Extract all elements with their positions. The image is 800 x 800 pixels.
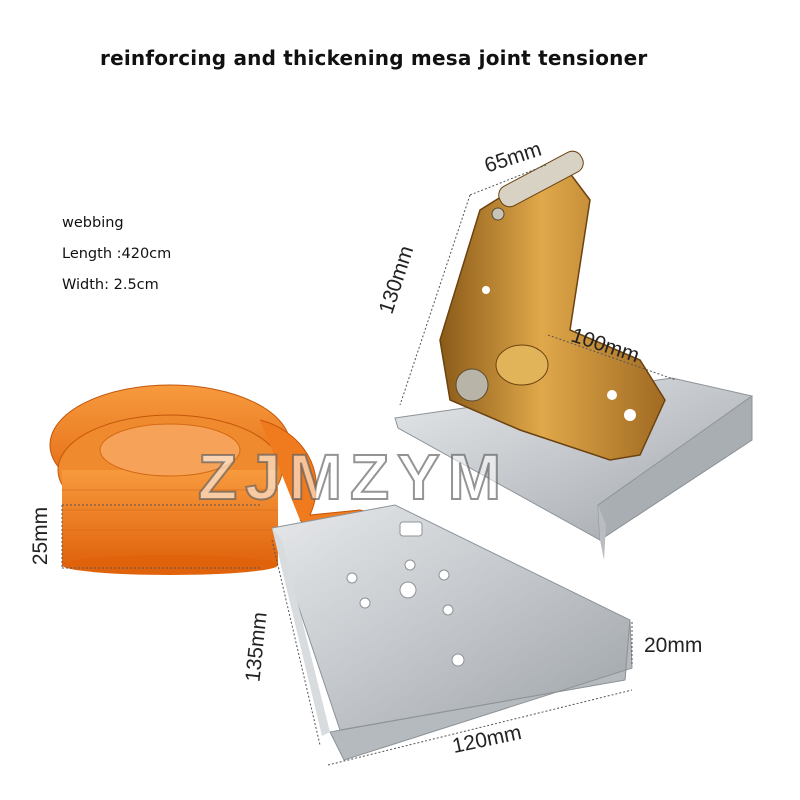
webbing-specs: webbing Length :420cm Width: 2.5cm — [62, 208, 171, 301]
dimension-lines — [61, 164, 677, 766]
brand-watermark: ZJMZYM — [197, 440, 510, 514]
specs-heading: webbing — [62, 215, 124, 231]
ratchet-buckle — [439, 150, 666, 461]
specs-length: Length :420cm — [62, 246, 172, 262]
dimension-plate-lip: 20mm — [644, 634, 703, 657]
product-title: reinforcing and thickening mesa joint te… — [100, 46, 648, 70]
dimension-strap-width: 25mm — [29, 506, 53, 566]
lower-base-plate — [271, 504, 633, 761]
specs-width: Width: 2.5cm — [62, 277, 159, 293]
ratchet-base-plate — [394, 377, 753, 560]
